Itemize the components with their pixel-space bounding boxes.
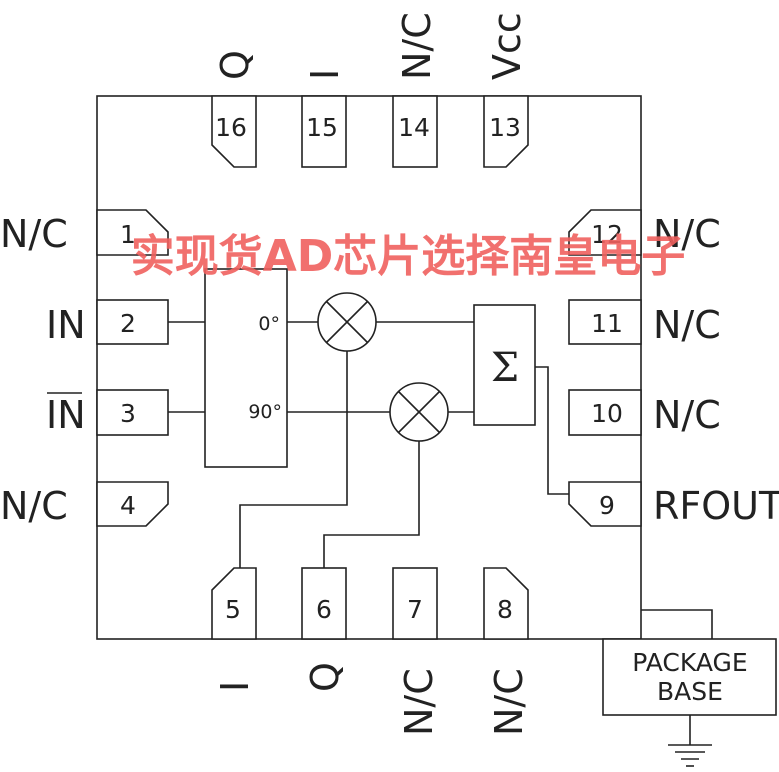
pin-15: 15 <box>301 95 347 168</box>
pin-10-number: 10 <box>591 399 623 428</box>
pin-2-label: IN <box>46 303 86 347</box>
pin-5-number: 5 <box>225 595 241 624</box>
wire-pin5-to-mixer-i <box>239 351 348 568</box>
pin-10: 10 <box>568 389 642 436</box>
pin-7: 7 <box>392 567 438 640</box>
pin-16: 16 <box>211 95 257 168</box>
pin-9-label: RFOUT <box>653 484 779 528</box>
pin-1-label: N/C <box>0 212 68 256</box>
mixer-q <box>389 382 449 442</box>
pin-10-label: N/C <box>653 393 721 437</box>
pin-8-number: 8 <box>497 595 513 624</box>
pin-11-label: N/C <box>653 303 721 347</box>
pin-7-number: 7 <box>407 595 423 624</box>
pin-12-label: N/C <box>653 212 721 256</box>
pin-9: 9 <box>568 481 642 527</box>
phase-0-label: 0° <box>258 313 280 335</box>
pin-13-label: Vcc <box>485 12 529 80</box>
pin-5: 5 <box>211 567 257 640</box>
pin-13: 13 <box>483 95 529 168</box>
pin-3-label: IN <box>46 393 86 437</box>
wire-package-base <box>641 609 713 639</box>
pin-3-number: 3 <box>120 399 136 428</box>
pin-15-label: I <box>303 69 347 80</box>
pin-14-label: N/C <box>395 12 439 80</box>
pin-1: 1 <box>96 209 169 256</box>
pin-12-number: 12 <box>591 220 623 249</box>
pin-11: 11 <box>568 299 642 345</box>
sigma-symbol: Σ <box>491 345 519 391</box>
summer-block <box>473 304 536 426</box>
pin-16-number: 16 <box>215 113 247 142</box>
pin-7-label: N/C <box>397 668 441 736</box>
pin-8-label: N/C <box>487 668 531 736</box>
pin-1-number: 1 <box>120 220 136 249</box>
wire-sum-to-rfout <box>535 366 569 495</box>
pin-12: 12 <box>568 209 642 256</box>
mixer-i <box>317 292 377 352</box>
pin-6-number: 6 <box>316 595 332 624</box>
pin-4-label: N/C <box>0 484 68 528</box>
package-base-box <box>602 638 777 716</box>
pin-9-number: 9 <box>599 491 615 520</box>
package-base-line2: BASE <box>657 677 723 706</box>
pin-5-label: I <box>213 681 257 692</box>
watermark-text: 实现货AD芯片选择南皇电子 <box>131 231 686 282</box>
pin-14: 14 <box>392 95 438 168</box>
package-base-line1: PACKAGE <box>632 648 747 677</box>
pin-13-number: 13 <box>489 113 521 142</box>
pin-4-number: 4 <box>120 491 136 520</box>
ground-icon <box>668 715 712 767</box>
pin-2: 2 <box>96 299 169 345</box>
pin-2-number: 2 <box>120 309 136 338</box>
pin-4: 4 <box>96 481 169 527</box>
pin-11-number: 11 <box>591 309 623 338</box>
wire-pin6-to-mixer-q <box>323 441 420 568</box>
package-outline <box>96 95 642 640</box>
phase-90-label: 90° <box>248 401 282 423</box>
phase-splitter <box>204 268 288 468</box>
pin-16-label: Q <box>213 50 257 80</box>
pin-6: 6 <box>301 567 347 640</box>
pin-8: 8 <box>483 567 529 640</box>
pin-6-label: Q <box>303 662 347 692</box>
pin-14-number: 14 <box>398 113 430 142</box>
pin-3: 3 <box>96 389 169 436</box>
pin-15-number: 15 <box>306 113 338 142</box>
